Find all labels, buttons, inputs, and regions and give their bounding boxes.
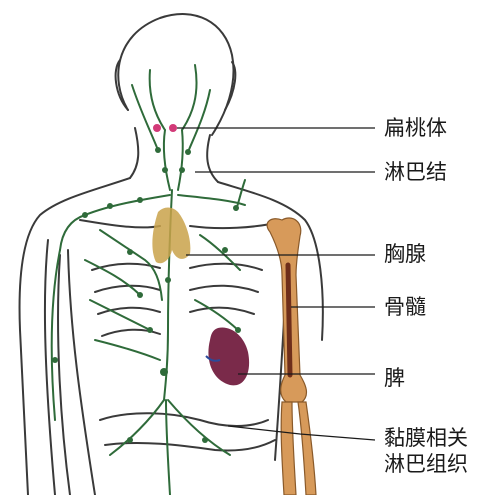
- malt-label: 黏膜相关 淋巴组织: [384, 425, 468, 477]
- leader-lines: [177, 128, 375, 440]
- bone-marrow: [288, 265, 290, 375]
- thymus-label: 胸腺: [384, 242, 426, 266]
- bone-marrow-label: 骨髓: [384, 295, 426, 319]
- malt-label-line2: 淋巴组织: [384, 451, 468, 477]
- humerus-bone: [267, 218, 316, 495]
- tonsil-label: 扁桃体: [384, 116, 447, 140]
- spleen-label: 脾: [384, 366, 405, 390]
- spleen: [206, 327, 249, 385]
- lymph-node-label: 淋巴结: [384, 160, 447, 184]
- malt-label-line1: 黏膜相关: [384, 425, 468, 451]
- thymus: [152, 208, 190, 264]
